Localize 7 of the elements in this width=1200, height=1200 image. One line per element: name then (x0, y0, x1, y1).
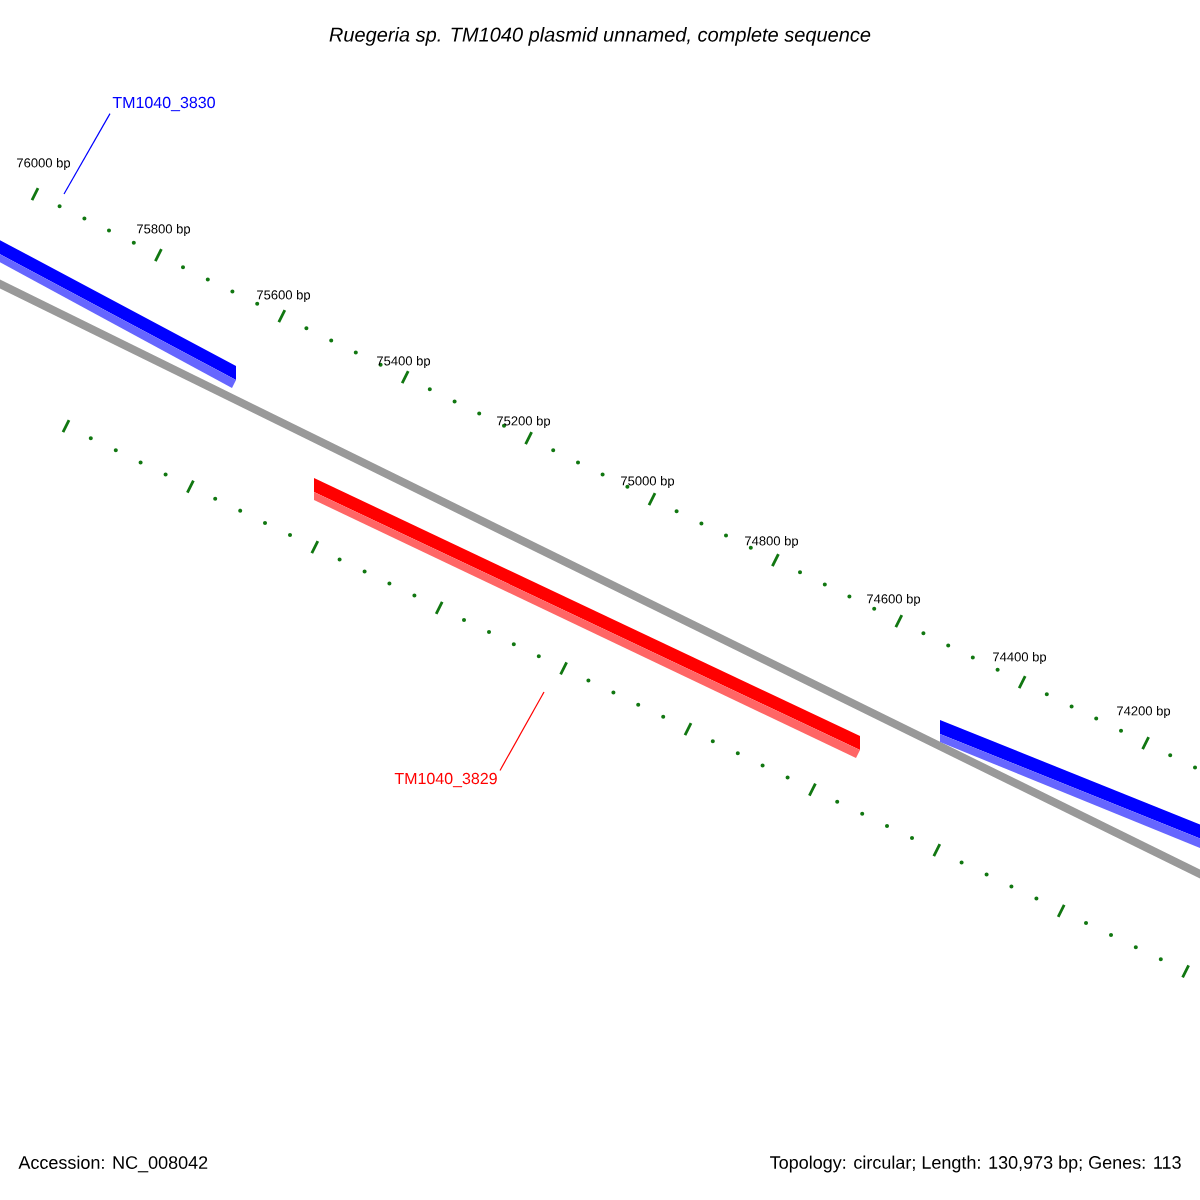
sequence-info-text: Topology: circular; Length: 130,973 bp; Genes: 113 (770, 1155, 1181, 1173)
gene-label: TM1040_3829 (394, 772, 497, 788)
leader-line (499, 691, 545, 772)
gene-label: TM1040_3830 (112, 96, 215, 112)
leader-line (63, 113, 111, 195)
title: Ruegeria sp. TM1040 plasmid unnamed, complete sequence (329, 27, 871, 46)
accession-text: Accession: NC_008042 (18, 1155, 208, 1173)
